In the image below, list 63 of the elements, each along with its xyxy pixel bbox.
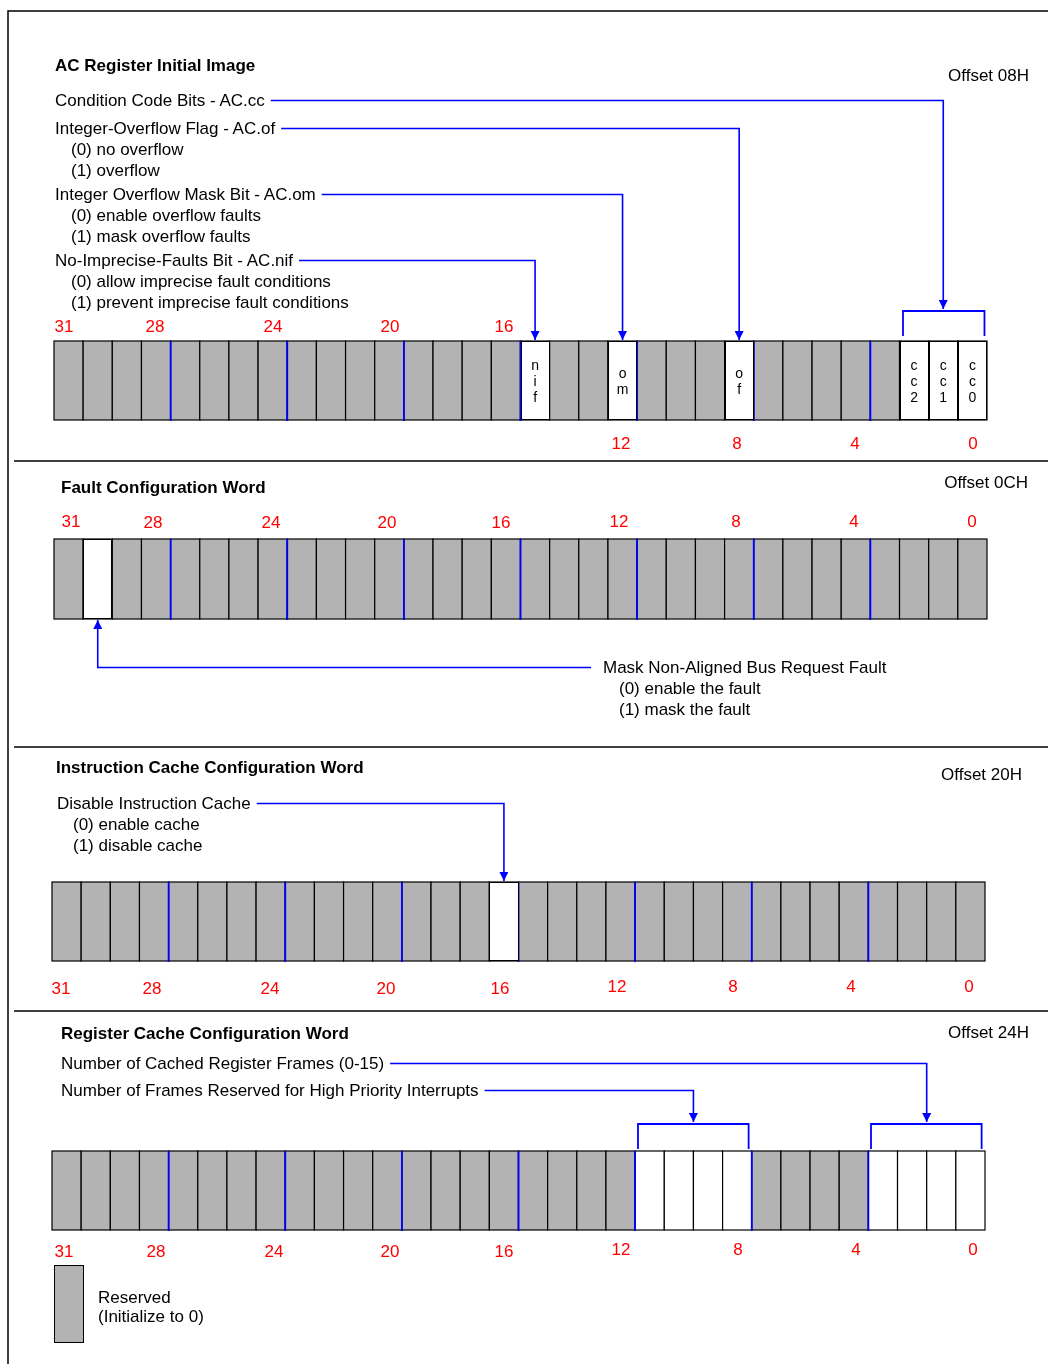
bit-number: 20 — [380, 317, 400, 337]
section-title: Fault Configuration Word — [61, 478, 266, 498]
bit-number: 8 — [731, 512, 741, 532]
bit-number: 16 — [494, 317, 514, 337]
bit-number: 0 — [968, 434, 978, 454]
field-name: Integer-Overflow Flag - AC.of — [55, 118, 276, 139]
section-title: Instruction Cache Configuration Word — [56, 758, 364, 778]
bit-number: 0 — [968, 1240, 978, 1260]
bit-number: 12 — [611, 434, 631, 454]
offset-label: Offset 20H — [941, 765, 1022, 785]
section-title: Register Cache Configuration Word — [61, 1024, 349, 1044]
field-name: Disable Instruction Cache — [57, 793, 251, 814]
field-name: Number of Cached Register Frames (0-15) — [61, 1053, 385, 1074]
field-name: Integer Overflow Mask Bit - AC.om — [55, 184, 316, 205]
bit-number: 16 — [491, 513, 511, 533]
field-value: (1) mask the fault — [618, 699, 751, 720]
bit-number: 28 — [143, 513, 163, 533]
section-title: AC Register Initial Image — [55, 56, 256, 76]
bit-number: 4 — [850, 434, 860, 454]
offset-label: Offset 0CH — [944, 473, 1028, 493]
bit-number: 12 — [611, 1240, 631, 1260]
bit-number: 28 — [145, 317, 165, 337]
field-value: (0) allow imprecise fault conditions — [70, 271, 331, 292]
bit-number: 12 — [607, 977, 627, 997]
field-name: No-Imprecise-Faults Bit - AC.nif — [55, 250, 294, 271]
field-name: Mask Non-Aligned Bus Request Fault — [603, 657, 887, 678]
bit-number: 24 — [260, 979, 280, 999]
field-value: (0) enable overflow faults — [70, 205, 261, 226]
bit-number: 31 — [51, 979, 71, 999]
field-value: (1) prevent imprecise fault conditions — [70, 292, 349, 313]
bit-number: 20 — [380, 1242, 400, 1262]
field-value: (1) mask overflow faults — [70, 226, 251, 247]
bit-number: 16 — [490, 979, 510, 999]
bit-number: 31 — [61, 512, 81, 532]
bit-number: 31 — [54, 1242, 74, 1262]
bit-number: 12 — [609, 512, 629, 532]
bit-number: 4 — [846, 977, 856, 997]
bit-number: 24 — [264, 1242, 284, 1262]
offset-label: Offset 08H — [948, 66, 1029, 86]
bit-number: 24 — [263, 317, 283, 337]
bit-number: 24 — [261, 513, 281, 533]
bit-number: 0 — [964, 977, 974, 997]
bit-number: 16 — [494, 1242, 514, 1262]
field-name: Condition Code Bits - AC.cc — [55, 90, 265, 111]
field-value: (0) no overflow — [70, 139, 184, 160]
offset-label: Offset 24H — [948, 1023, 1029, 1043]
bit-number: 4 — [851, 1240, 861, 1260]
bit-number: 8 — [733, 1240, 743, 1260]
bit-number: 0 — [967, 512, 977, 532]
bit-number: 4 — [849, 512, 859, 532]
bit-number: 31 — [54, 317, 74, 337]
bit-number: 28 — [146, 1242, 166, 1262]
field-value: (0) enable the fault — [618, 678, 761, 699]
bit-number: 20 — [377, 513, 397, 533]
bit-number: 8 — [732, 434, 742, 454]
field-name: Number of Frames Reserved for High Priority Interrupts — [61, 1080, 479, 1101]
bit-number: 20 — [376, 979, 396, 999]
field-value: (0) enable cache — [72, 814, 200, 835]
legend-text: Reserved (Initialize to 0) — [98, 1288, 205, 1326]
field-value: (1) overflow — [70, 160, 160, 181]
bit-number: 8 — [728, 977, 738, 997]
bit-number: 28 — [142, 979, 162, 999]
field-value: (1) disable cache — [72, 835, 203, 856]
